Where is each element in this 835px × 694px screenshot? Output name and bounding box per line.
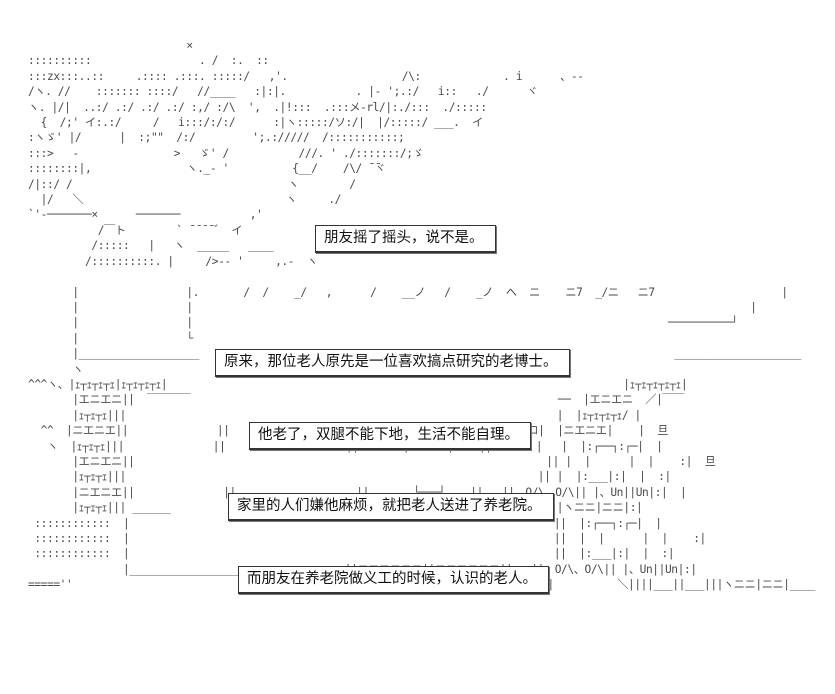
caption-box-2: 原来，那位老人原先是一位喜欢搞点研究的老博士。 — [215, 349, 570, 377]
caption-text-1: 朋友摇了摇头，说不是。 — [324, 230, 484, 246]
caption-box-5: 而朋友在养老院做义工的时候，认识的老人。 — [238, 566, 549, 594]
caption-box-4: 家里的人们嫌他麻烦，就把老人送进了养老院。 — [228, 493, 554, 521]
caption-text-5: 而朋友在养老院做义工的时候，认识的老人。 — [247, 571, 537, 587]
caption-box-3: 他老了，双腿不能下地，生活不能自理。 — [249, 422, 531, 450]
caption-text-2: 原来，那位老人原先是一位喜欢搞点研究的老博士。 — [224, 354, 558, 370]
caption-text-4: 家里的人们嫌他麻烦，就把老人送进了养老院。 — [237, 498, 542, 514]
caption-box-1: 朋友摇了摇头，说不是。 — [315, 225, 496, 253]
caption-text-3: 他老了，双腿不能下地，生活不能自理。 — [258, 427, 519, 443]
